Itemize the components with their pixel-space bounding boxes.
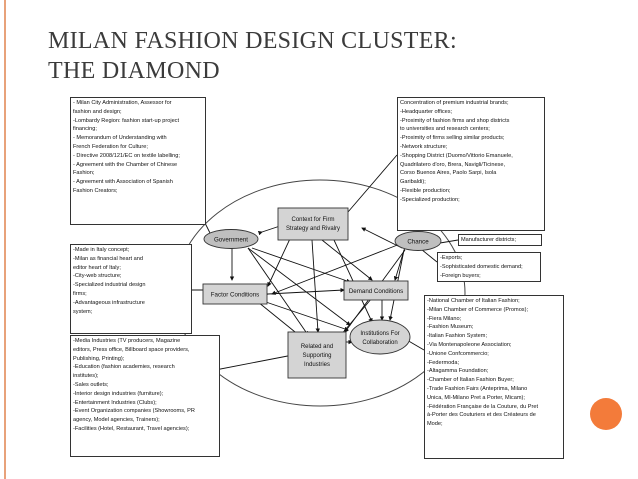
demand-box: -Exports; -Sophisticated domestic demand;… (437, 252, 541, 282)
government-box-line: - Directive 2008/121/EC on textile label… (73, 152, 180, 159)
factor-box-line: editor heart of Italy; (73, 264, 121, 271)
related-supporting-label-1: Related and (301, 344, 333, 350)
factor-box-line: -Specialized industrial design (73, 282, 146, 289)
orange-accent-circle (590, 398, 622, 430)
related-box-line: -Education (fashion academies, research (73, 364, 175, 371)
related-box-line: -Interior design industries (furniture); (73, 390, 164, 397)
demand-conditions-label: Demand Conditions (349, 288, 403, 295)
factor-box-line: system; (73, 308, 93, 315)
related-supporting-label-2: Supporting (302, 353, 331, 359)
institutions-box-line: -Italian Fashion System; (427, 333, 488, 340)
chance-label: Chance (407, 239, 429, 246)
firm-strategy-label-1: Context for Firm (291, 217, 334, 223)
institutions-box-line: -Federmoda; (427, 359, 460, 366)
chance-box-line: Manufacturer districts; (461, 237, 517, 243)
government-label: Government (214, 237, 248, 244)
title-line-2: THE DIAMOND (48, 58, 220, 84)
title-line-1: MILAN FASHION DESIGN CLUSTER: (48, 28, 457, 54)
firm-box-line: Garibaldi); (400, 179, 426, 186)
institutions-box-line: -National Chamber of Italian Fashion; (427, 298, 520, 304)
firm-box-line: -Network structure; (400, 143, 448, 150)
government-node (203, 229, 259, 249)
government-box-line: - Memorandum of Understanding with (73, 135, 167, 142)
institutions-label-2: Collaboration (362, 340, 397, 346)
institutions-node (349, 319, 411, 355)
factor-conditions-node (202, 283, 268, 305)
institutions-box-line: Unica, MI-Milano Pret a Porter, Micam); (427, 394, 525, 401)
factor-box-line: firms; (73, 290, 87, 297)
demand-conditions-node (343, 280, 409, 301)
related-box-line: -Media Industries (TV producers, Magazin… (73, 338, 181, 344)
institutions-box-line: -Altagamma Foundation; (427, 368, 489, 375)
government-box-line: - Agreement with the Chamber of Chinese (73, 161, 178, 168)
firm-box-line: -Shopping District (Duomo/Vittorio Emanu… (400, 152, 513, 159)
demand-box-line: -Foreign buyers; (440, 272, 481, 279)
institutions-box-line: -Fédération Française de la Couture, du … (427, 403, 539, 410)
government-box-line: Fashion Creators; (73, 187, 118, 194)
slide-title: MILAN FASHION DESIGN CLUSTER: THE DIAMON… (48, 26, 568, 86)
related-box-line: editors, Press office, Billboard space p… (73, 346, 190, 353)
related-box-line: agency, Model agencies, Trainers); (73, 417, 160, 424)
institutions-box-line: -Chamber of Italian Fashion Buyer; (427, 377, 514, 384)
firm-box-line: -Flexible production; (400, 187, 451, 194)
government-box-line: financing; (73, 126, 97, 133)
firm-box-line: Concentration of premium industrial bran… (400, 100, 509, 106)
firm-box-line: -Headquarter offices; (400, 108, 453, 115)
government-box-line: French Federation for Culture; (73, 143, 148, 150)
government-box-line: fashion and design; (73, 108, 122, 115)
institutions-box-line: -Unione Confcommercio; (427, 350, 489, 357)
government-box-line: Fashion; (73, 170, 95, 177)
firm-box-line: to universities and research centers; (400, 126, 490, 133)
firm-box-line: -Proximity of firms selling similar prod… (400, 135, 505, 142)
firm-box-line: Corso Buenos Aires, Paolo Sarpi, Isola (400, 170, 497, 177)
related-box-line: -Entertainment Industries (Clubs); (73, 399, 157, 406)
demand-box-line: -Exports; (440, 255, 463, 261)
diagram-connectors (192, 154, 459, 373)
factor-box-line: -Made in Italy concept; (73, 247, 130, 253)
chance-box: Manufacturer districts; (458, 234, 542, 246)
chance-node (394, 231, 442, 251)
firm-strategy-box: Concentration of premium industrial bran… (397, 97, 545, 231)
institutions-box-line: -Trade Fashion Fairs (Anteprima, Milano (427, 385, 528, 392)
institutions-label-1: Institutions For (360, 331, 399, 337)
firm-strategy-node (277, 207, 349, 241)
factor-conditions-label: Factor Conditions (211, 292, 260, 299)
related-box-line: -Facilities (Hotel, Restaurant, Travel a… (73, 425, 190, 432)
related-supporting-label-3: Industries (304, 362, 330, 368)
related-supporting-node (287, 331, 347, 379)
institutions-box-line: -Fiera Milano; (427, 315, 462, 322)
firm-box-line: -Specialized production; (400, 196, 460, 203)
government-box-line: -Lombardy Region: fashion start-up proje… (73, 117, 180, 124)
government-box-line: - Milan City Administration, Assessor fo… (73, 100, 172, 106)
institutions-box-line: Mode; (427, 421, 443, 428)
institutions-box: -National Chamber of Italian Fashion; -Mi… (424, 295, 564, 459)
factor-box-line: -City-web structure; (73, 273, 122, 280)
government-box: - Milan City Administration, Assessor fo… (70, 97, 206, 225)
related-industries-box: -Media Industries (TV producers, Magazin… (70, 335, 220, 457)
related-box-line: Publishing, Printing); (73, 355, 125, 362)
related-box-line: institutes); (73, 373, 99, 380)
institutions-box-line: -Via Montenapoleone Association; (427, 341, 512, 348)
firm-box-line: -Proximity of fashion firms and shop dis… (400, 117, 510, 124)
government-box-line: - Agreement with Association of Spanish (73, 179, 173, 186)
firm-box-line: Quadrilatero d'oro, Brera, Navigli/Ticin… (400, 161, 506, 168)
demand-box-line: -Sophisticated domestic demand; (440, 263, 523, 270)
factor-conditions-box: -Made in Italy concept; -Milan as financi… (70, 244, 192, 334)
factor-box-line: -Advantageous infrastructure (73, 299, 145, 306)
factor-box-line: -Milan as financial heart and (73, 255, 143, 262)
related-box-line: -Event Organization companies (Showrooms… (73, 408, 195, 415)
institutions-box-line: -Milan Chamber of Commerce (Promos); (427, 306, 529, 313)
related-box-line: -Sales outlets; (73, 381, 109, 388)
firm-strategy-label-2: Strategy and Rivalry (286, 226, 340, 232)
institutions-box-line: -Fashion Museum; (427, 324, 474, 331)
slide-left-rule (4, 0, 6, 479)
institutions-box-line: à-Porter des Couturiers et des Créateurs… (427, 412, 536, 419)
